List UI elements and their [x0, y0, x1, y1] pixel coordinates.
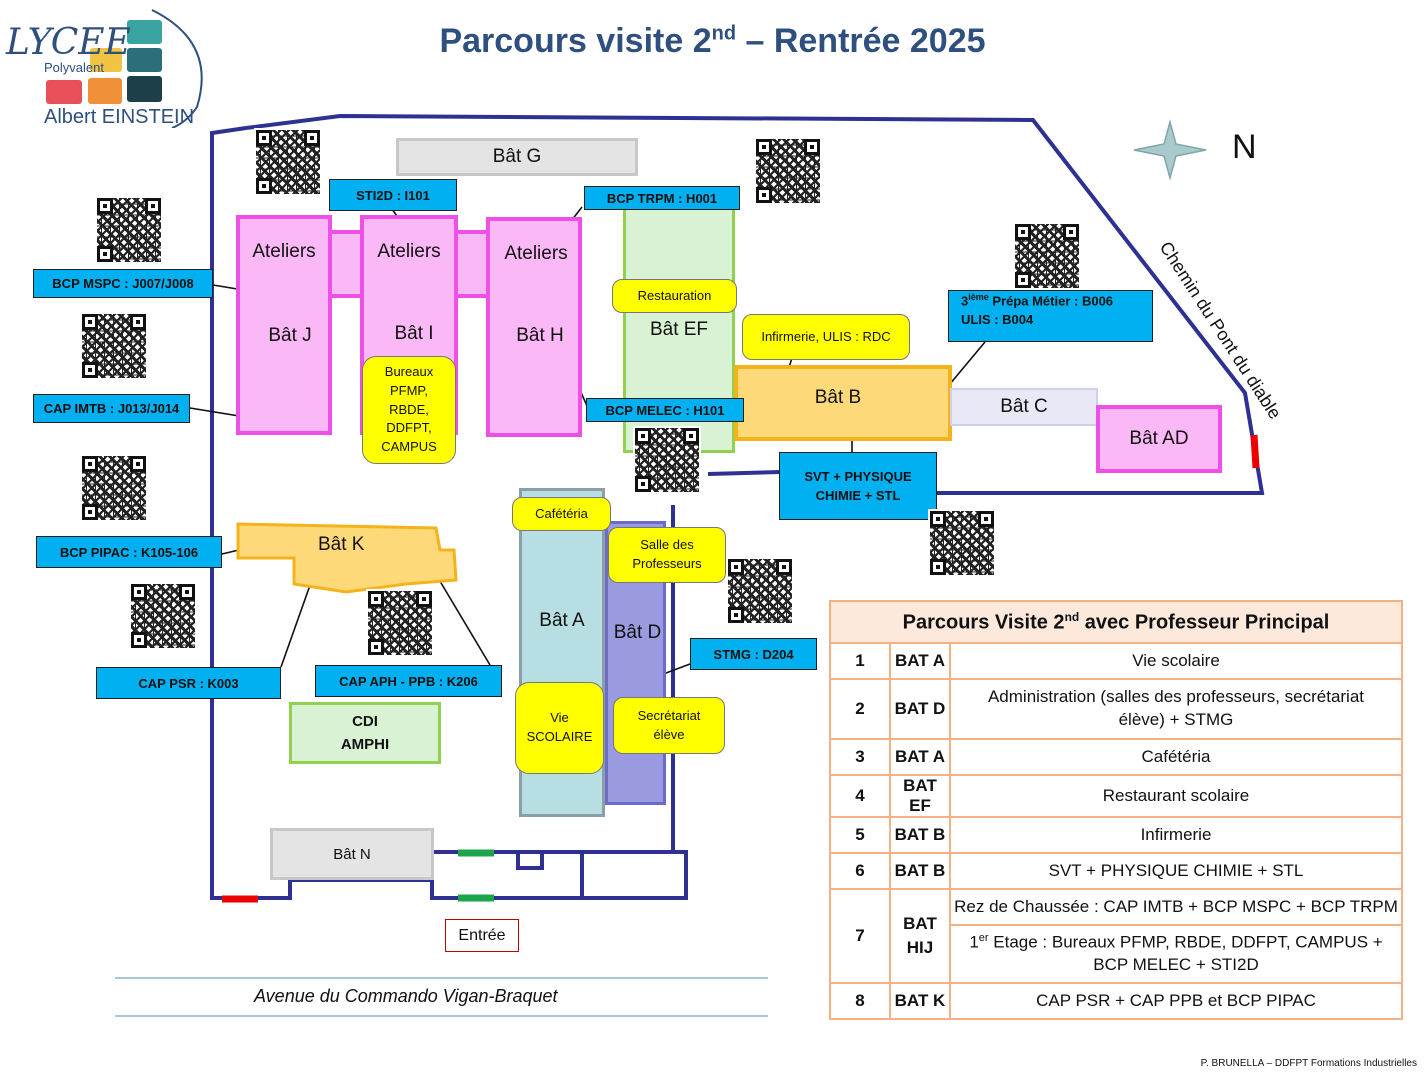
qr-code[interactable] — [254, 128, 322, 196]
tag-stmg: STMG : D204 — [690, 638, 817, 670]
tag-aph: CAP APH - PPB : K206 — [315, 665, 502, 697]
logo-graphic — [46, 9, 203, 129]
tag-secretariat-l2: élève — [653, 726, 685, 742]
amphi-label: AMPHI — [340, 736, 390, 753]
tag-svt-l2: CHIMIE + STL — [815, 488, 901, 503]
building-g: Bât G — [396, 138, 638, 176]
building-j-link — [328, 230, 364, 298]
exit-mark-right — [1250, 434, 1260, 469]
tag-vie-scolaire-l2: SCOLAIRE — [526, 729, 593, 744]
building-j-label: Bât J — [268, 325, 312, 346]
logo-lycee: LYCEE — [6, 22, 131, 63]
building-i-label: Bât I — [394, 323, 434, 344]
tag-prepa-line: 3ième Prépa Métier : B006 — [961, 292, 1114, 309]
footer-credit: P. BRUNELLA – DDFPT Formations Industrie… — [1200, 1058, 1417, 1069]
building-h-ateliers: Ateliers — [504, 243, 568, 264]
qr-code[interactable] — [1013, 222, 1081, 290]
tag-salle-profs: Salle des Professeurs — [608, 527, 726, 583]
building-c: Bât C — [950, 388, 1098, 426]
building-n: Bât N — [270, 828, 434, 880]
tag-secretariat-l1: Secrétariat — [637, 707, 701, 723]
compass-label: N — [1232, 128, 1257, 166]
tag-infirmerie: Infirmerie, ULIS : RDC — [742, 314, 910, 360]
tag-melec: BCP MELEC : H101 — [586, 398, 744, 422]
school-logo: LYCEE Polyvalent Albert EINSTEIN — [2, 2, 222, 129]
tag-cafeteria: Cafétéria — [512, 497, 611, 531]
tag-salle-profs-l1: Salle des — [640, 537, 694, 553]
tag-sti2d: STI2D : I101 — [329, 179, 457, 211]
building-k-shape — [236, 522, 458, 594]
tag-prepa-ulis: 3ième Prépa Métier : B006 ULIS : B004 — [948, 290, 1153, 342]
qr-code[interactable] — [928, 509, 996, 577]
tag-trpm: BCP TRPM : H001 — [584, 186, 740, 210]
tag-bureaux-l3: RBDE, — [389, 401, 429, 417]
building-h: Ateliers Bât H — [486, 217, 582, 437]
tag-bureaux: Bureaux PFMP, RBDE, DDFPT, CAMPUS — [362, 356, 456, 464]
tag-ulis-line: ULIS : B004 — [961, 312, 1034, 328]
building-k-label: Bât K — [318, 534, 365, 555]
tag-pipac: BCP PIPAC : K105-106 — [36, 536, 222, 568]
tag-mspc: BCP MSPC : J007/J008 — [33, 269, 213, 298]
page-title: Parcours visite 2nd – Rentrée 2025 — [439, 22, 986, 60]
tag-salle-profs-l2: Professeurs — [632, 556, 702, 571]
logo-einstein: Albert EINSTEIN — [44, 106, 195, 128]
compass-icon — [1133, 119, 1207, 181]
qr-code[interactable] — [95, 196, 163, 264]
tag-bureaux-l5: CAMPUS — [381, 439, 437, 455]
legend-header: Parcours Visite 2nd avec Professeur Prin… — [829, 600, 1403, 644]
building-cdi: CDI AMPHI — [289, 702, 441, 764]
building-j: Ateliers Bât J — [236, 215, 332, 435]
qr-code[interactable] — [366, 589, 434, 657]
qr-code[interactable] — [633, 426, 701, 494]
tag-imtb: CAP IMTB : J013/J014 — [33, 394, 190, 423]
legend-table: Parcours Visite 2nd avec Professeur Prin… — [829, 600, 1403, 1020]
tag-bureaux-l2: PFMP, — [389, 382, 429, 398]
tag-secretariat: Secrétariat élève — [613, 697, 725, 754]
building-j-ateliers: Ateliers — [252, 241, 316, 262]
tag-bureaux-l1: Bureaux — [384, 363, 434, 379]
qr-code[interactable] — [129, 582, 197, 650]
qr-code[interactable] — [80, 312, 148, 380]
building-ef-label: Bât EF — [649, 319, 709, 340]
tag-restauration: Restauration — [612, 279, 737, 313]
building-h-label: Bât H — [516, 325, 564, 346]
legend-row-7b: 1er Etage : Bureaux PFMP, RBDE, DDFPT, C… — [830, 924, 1403, 984]
building-b-label: Bât B — [814, 387, 862, 408]
building-d-label: Bât D — [613, 622, 662, 643]
qr-code[interactable] — [80, 454, 148, 522]
qr-code[interactable] — [754, 137, 822, 205]
tag-bureaux-l4: DDFPT, — [386, 420, 432, 436]
tag-vie-scolaire: Vie SCOLAIRE — [515, 682, 604, 774]
entrance-label: Entrée — [445, 919, 519, 952]
tag-svt: SVT + PHYSIQUE CHIMIE + STL — [779, 452, 937, 520]
street-name: Avenue du Commando Vigan-Braquet — [254, 986, 558, 1006]
tag-vie-scolaire-l1: Vie — [550, 710, 569, 726]
building-b: Bât B — [734, 365, 952, 441]
building-a-label: Bât A — [539, 609, 585, 631]
tag-psr: CAP PSR : K003 — [96, 667, 281, 699]
tag-svt-l1: SVT + PHYSIQUE — [804, 468, 912, 484]
logo-polyvalent: Polyvalent — [44, 60, 104, 75]
cdi-label: CDI — [352, 712, 378, 730]
building-ad: Bât AD — [1096, 405, 1222, 473]
building-i-ateliers: Ateliers — [377, 241, 441, 262]
qr-code[interactable] — [726, 557, 794, 625]
building-i-link — [454, 230, 490, 298]
